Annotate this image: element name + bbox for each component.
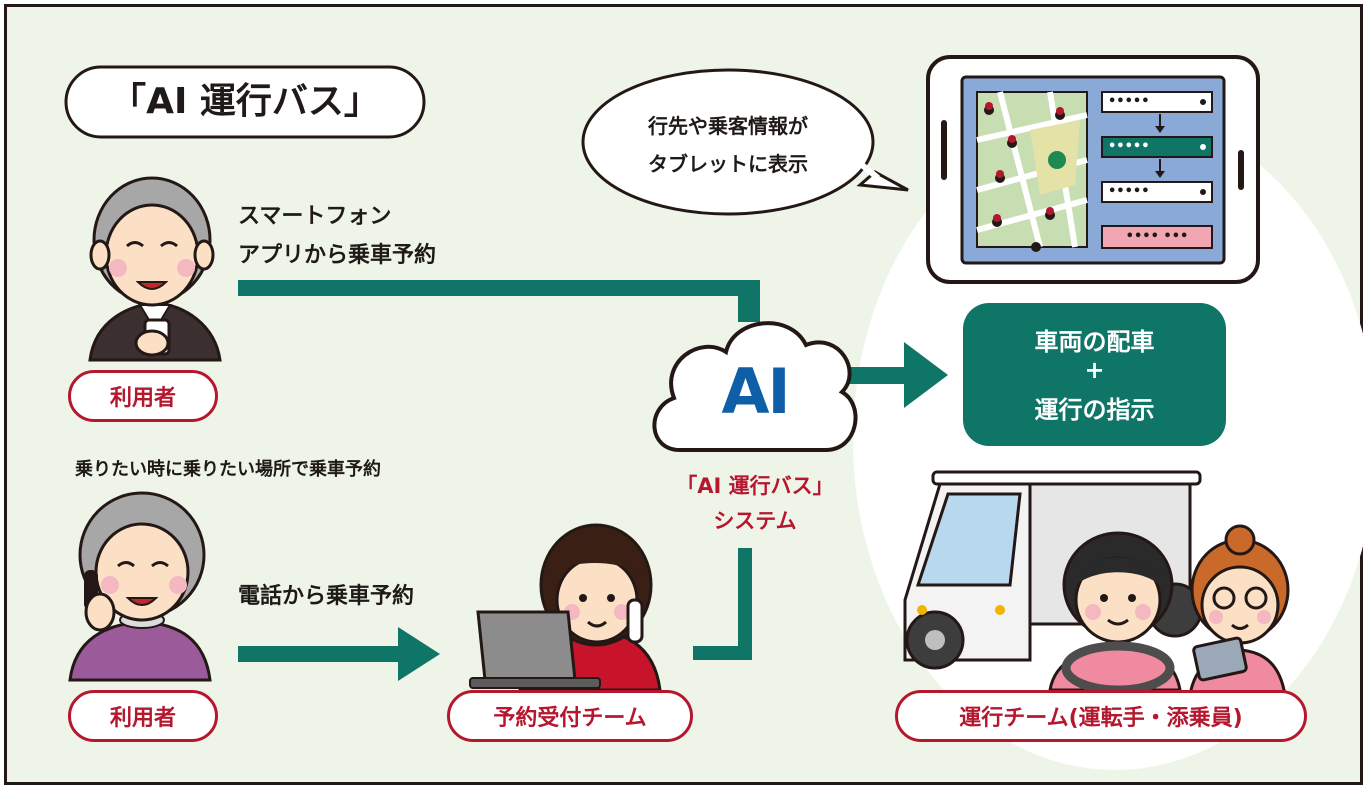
tablet-footer: •••• •••: [1125, 229, 1189, 244]
phone-booking-label: 電話から乗車予約: [238, 584, 415, 609]
user-label-top: 利用者: [68, 370, 218, 422]
operator-illustration: [469, 523, 662, 692]
smartphone-booking-line1: スマートフォン: [238, 204, 392, 229]
reservation-team-label: 予約受付チーム: [447, 690, 693, 742]
arrow-to-dispatch: [904, 342, 948, 408]
speech-bubble-line2: タブレットに表示: [648, 152, 808, 176]
ai-cloud-text: AI: [721, 355, 790, 428]
ai-system-label-line2: システム: [713, 509, 797, 533]
speech-bubble: [581, 68, 909, 216]
smartphone-booking-line2: アプリから乗車予約: [238, 243, 437, 268]
ai-system-label-line1: 「AI 運行バス」: [676, 474, 834, 498]
map-center-icon: [1048, 151, 1066, 169]
dispatch-line1: 車両の配車: [1034, 328, 1155, 356]
dispatch-line3: 運行の指示: [1034, 396, 1155, 424]
tablet-row-2: •••••: [1108, 139, 1150, 154]
tablet-row-1: •••••: [1108, 94, 1150, 109]
dispatch-box: [963, 303, 1226, 446]
speech-bubble-line1: 行先や乗客情報が: [648, 114, 808, 138]
tablet-illustration: [926, 55, 1260, 284]
arrow-to-reception: [398, 627, 440, 681]
flow-connectors: [238, 280, 948, 681]
user-woman-illustration: [68, 491, 212, 682]
tagline: 乗りたい時に乗りたい場所で乗車予約: [75, 459, 381, 480]
driver-illustration: [1048, 531, 1182, 695]
operation-team-label: 運行チーム(運転手・添乗員): [895, 690, 1307, 742]
attendant-illustration: [1188, 524, 1290, 697]
ai-cloud: [652, 321, 858, 452]
tablet-row-3: •••••: [1108, 184, 1150, 199]
user-man-illustration: [88, 176, 222, 362]
page-title: 「AI 運行バス」: [110, 81, 380, 122]
user-label-bottom: 利用者: [68, 690, 218, 742]
title-box: [64, 65, 426, 139]
dispatch-line2: +: [1084, 356, 1105, 384]
